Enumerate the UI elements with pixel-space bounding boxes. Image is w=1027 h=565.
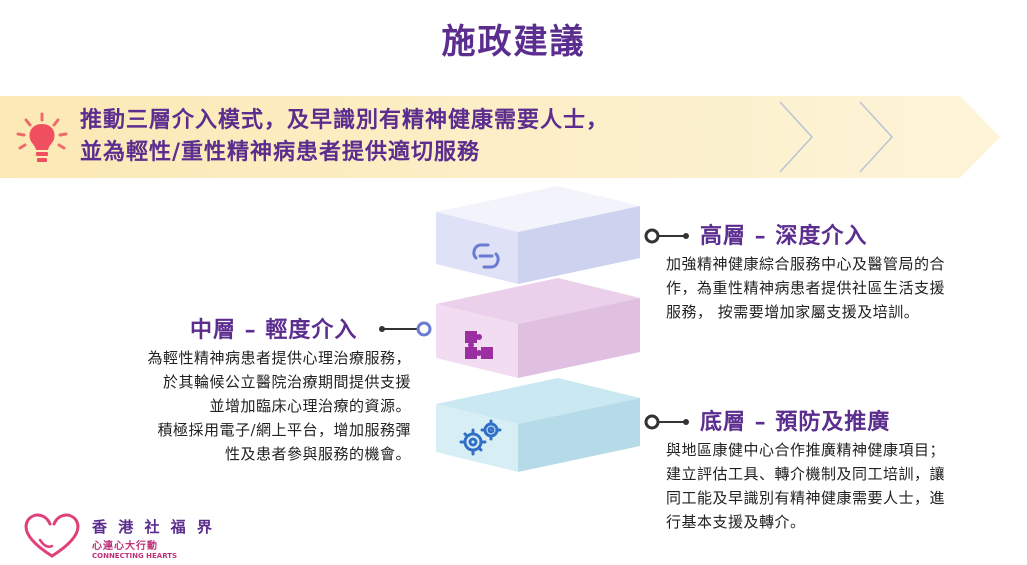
middle-tier-line: 性及患者參與服務的機會。 [224,445,411,463]
middle-tier-description: 為輕性精神病患者提供心理治療服務， 於其輪候公立醫院治療期間提供支援 並增加臨床… [147,346,411,466]
banner-text: 推動三層介入模式，及早識別有精神健康需要人士， 並為輕性/重性精神病患者提供適切… [80,104,609,168]
logo-name: 香 港 社 福 界 [92,518,215,536]
base-tier-line: 行基本支援及轉介。 [666,513,806,531]
high-tier-line: 加強精神健康綜合服務中心及醫管局的合 [666,255,946,273]
middle-tier-line: 為輕性精神病患者提供心理治療服務， [147,349,411,367]
middle-tier-block [436,278,640,378]
banner-line-2: 並為輕性/重性精神病患者提供適切服務 [80,139,481,165]
logo-slogan: 心連心大行動 [92,541,158,552]
high-tier-title: 高層 – 深度介入 [700,223,868,249]
high-tier-line: 服務， 按需要增加家屬支援及培訓。 [666,303,920,321]
high-tier-line: 作，為重性精神病患者提供社區生活支援 [666,279,946,297]
middle-tier-line: 積極採用電子/網上平台，增加服務彈 [157,421,411,439]
base-tier-connector [644,414,689,430]
base-tier-line: 同工能及早識別有精神健康需要人士，進 [666,489,946,507]
lightbulb-icon [16,112,68,162]
banner-band [0,96,1000,178]
base-tier-line: 建立評估工具、轉介機制及同工培訓，讓 [666,465,946,483]
hearts-logo [24,513,80,558]
high-tier-description: 加強精神健康綜合服務中心及醫管局的合 作，為重性精神病患者提供社區生活支援 服務… [666,252,945,324]
page-title: 施政建議 [441,22,586,62]
gears-icon [459,419,502,456]
base-tier-line: 與地區康健中心合作推廣精神健康項目； [666,441,946,459]
puzzle-icon [465,331,493,359]
base-tier-block [436,378,640,472]
tier-stack [436,186,640,472]
banner-line-1: 推動三層介入模式，及早識別有精神健康需要人士， [80,107,610,133]
middle-tier-line: 於其輪候公立醫院治療期間提供支援 [162,373,411,391]
logo-english: CONNECTING HEARTS [92,552,178,560]
base-tier-description: 與地區康健中心合作推廣精神健康項目； 建立評估工具、轉介機制及同工培訓，讓 同工… [666,438,945,534]
base-tier-title: 底層 – 預防及推廣 [700,409,891,435]
high-tier-connector [644,228,689,244]
middle-tier-title: 中層 – 輕度介入 [190,317,358,343]
link-icon [472,243,500,269]
middle-tier-line: 並增加臨床心理治療的資源。 [209,397,411,415]
middle-tier-connector [379,321,432,337]
